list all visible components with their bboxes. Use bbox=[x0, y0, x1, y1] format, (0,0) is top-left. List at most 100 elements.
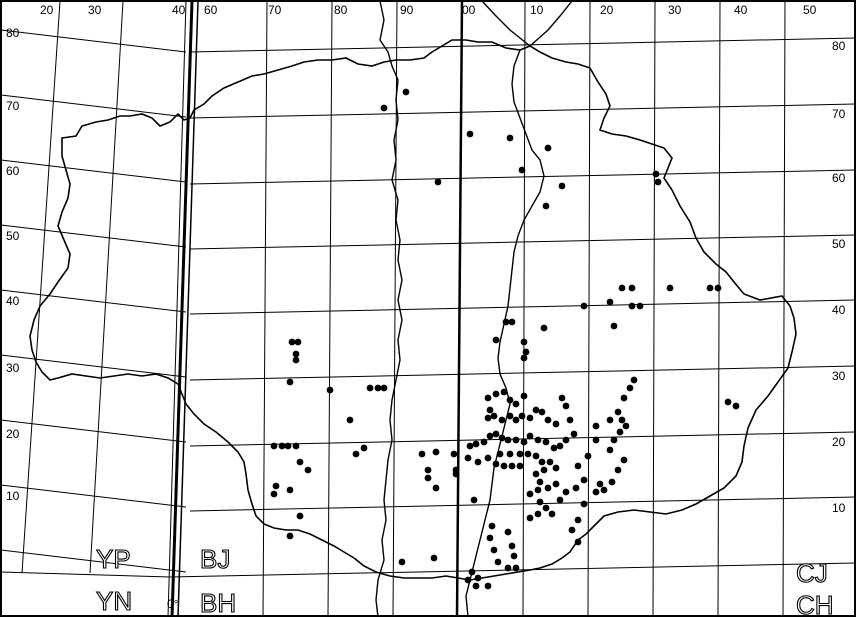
record-dot bbox=[520, 438, 528, 446]
record-dot bbox=[610, 436, 618, 444]
record-dot bbox=[434, 178, 442, 186]
zone-boundary-lines bbox=[170, 0, 464, 617]
record-dot bbox=[472, 582, 480, 590]
record-dot bbox=[608, 478, 616, 486]
left-tick-label: 10 bbox=[6, 489, 20, 503]
record-dot bbox=[654, 178, 662, 186]
top-tick-label: 40 bbox=[734, 3, 748, 17]
record-dot bbox=[532, 452, 540, 460]
record-dot bbox=[614, 466, 622, 474]
record-dot bbox=[484, 394, 492, 402]
record-dot bbox=[580, 476, 588, 484]
square-label-cj: CJ bbox=[796, 558, 828, 588]
record-dot bbox=[506, 396, 514, 404]
record-dot bbox=[490, 546, 498, 554]
record-dot bbox=[544, 416, 552, 424]
right-tick-label: 60 bbox=[832, 171, 846, 185]
right-tick-label: 70 bbox=[832, 107, 846, 121]
record-dot bbox=[484, 414, 492, 422]
record-dot bbox=[286, 486, 294, 494]
record-dot bbox=[352, 450, 360, 458]
record-dot bbox=[534, 486, 542, 494]
record-dot bbox=[628, 284, 636, 292]
right-tick-label: 40 bbox=[832, 303, 846, 317]
record-dot bbox=[536, 498, 544, 506]
left-tick-label: 80 bbox=[6, 26, 20, 40]
record-dot bbox=[424, 474, 432, 482]
record-dot bbox=[508, 462, 516, 470]
top-tick-label: 80 bbox=[334, 3, 348, 17]
record-dot bbox=[430, 554, 438, 562]
record-dot bbox=[286, 378, 294, 386]
record-dot bbox=[552, 420, 560, 428]
record-dot bbox=[526, 414, 534, 422]
record-dot bbox=[366, 384, 374, 392]
record-dot bbox=[508, 318, 516, 326]
record-dot bbox=[380, 384, 388, 392]
record-dot bbox=[592, 488, 600, 496]
left-tick-label: 20 bbox=[6, 427, 20, 441]
record-dot bbox=[580, 500, 588, 508]
record-dot bbox=[518, 166, 526, 174]
record-dot bbox=[486, 406, 494, 414]
record-dot bbox=[562, 436, 570, 444]
grid-square-labels: YP BJ CJ YN BH CH 0° bbox=[95, 543, 834, 617]
record-dot bbox=[562, 402, 570, 410]
record-dot bbox=[526, 490, 534, 498]
top-tick-label: 40 bbox=[172, 3, 186, 17]
record-dot bbox=[502, 318, 510, 326]
record-dot bbox=[558, 394, 566, 402]
record-dot bbox=[724, 398, 732, 406]
record-dot bbox=[622, 422, 630, 430]
record-dot bbox=[524, 450, 532, 458]
record-dot bbox=[546, 458, 554, 466]
record-dot bbox=[732, 402, 740, 410]
top-tick-label: 20 bbox=[40, 3, 54, 17]
record-dot bbox=[538, 458, 546, 466]
record-dot bbox=[534, 436, 542, 444]
record-dot bbox=[568, 526, 576, 534]
record-dot bbox=[424, 466, 432, 474]
record-dot bbox=[508, 542, 516, 550]
record-dot bbox=[592, 422, 600, 430]
record-dot bbox=[492, 430, 500, 438]
record-dot bbox=[550, 444, 558, 452]
record-dot bbox=[544, 144, 552, 152]
record-dot bbox=[526, 514, 534, 522]
record-dot bbox=[398, 558, 406, 566]
record-dot bbox=[506, 412, 514, 420]
right-tick-label: 80 bbox=[832, 39, 846, 53]
record-dot bbox=[512, 416, 520, 424]
record-dot bbox=[540, 324, 548, 332]
record-dot bbox=[360, 444, 368, 452]
left-tick-label: 70 bbox=[6, 99, 20, 113]
record-dot bbox=[492, 336, 500, 344]
record-dot bbox=[486, 432, 494, 440]
right-tick-label: 10 bbox=[832, 501, 846, 515]
square-label-bj: BJ bbox=[200, 544, 230, 574]
record-dot bbox=[464, 576, 472, 584]
record-dot bbox=[480, 438, 488, 446]
record-dot bbox=[574, 462, 582, 470]
record-dot bbox=[516, 450, 524, 458]
record-dot bbox=[558, 182, 566, 190]
record-dot bbox=[562, 488, 570, 496]
record-dot bbox=[418, 450, 426, 458]
record-dot bbox=[628, 302, 636, 310]
record-dot bbox=[574, 538, 582, 546]
record-dot bbox=[556, 496, 564, 504]
record-dot bbox=[610, 322, 618, 330]
record-dot bbox=[512, 400, 520, 408]
record-dot bbox=[432, 448, 440, 456]
record-dot bbox=[374, 384, 382, 392]
record-dot bbox=[516, 462, 524, 470]
record-dot bbox=[490, 412, 498, 420]
record-dot bbox=[540, 466, 548, 474]
record-dot bbox=[616, 428, 624, 436]
record-dot bbox=[584, 452, 592, 460]
record-dot bbox=[270, 490, 278, 498]
record-dot bbox=[286, 532, 294, 540]
record-dot bbox=[466, 442, 474, 450]
